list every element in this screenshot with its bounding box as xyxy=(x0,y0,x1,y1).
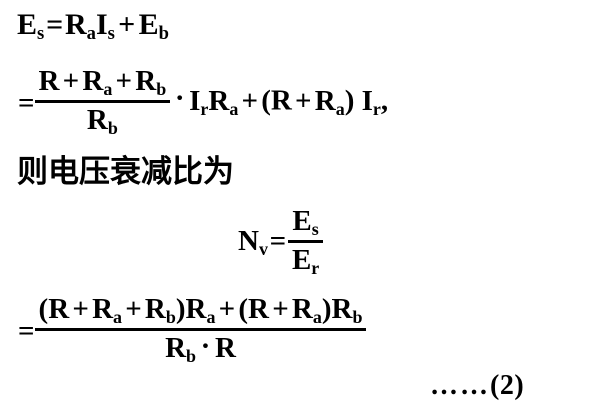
paren-open: ( xyxy=(38,293,49,326)
leader-dots: …… xyxy=(430,370,490,401)
variable-Rb: Rb xyxy=(331,293,363,328)
variable-Er: Er xyxy=(291,244,320,279)
variable-Rb: Rb xyxy=(144,293,176,328)
fraction-bar xyxy=(34,328,367,332)
variable-Rb: Rb xyxy=(86,104,118,139)
variable-R: R xyxy=(38,65,60,98)
equals-sign: = xyxy=(46,8,64,41)
variable-Eb: Eb xyxy=(138,8,169,45)
plus-sign: + xyxy=(62,65,80,98)
variable-Ra: Ra xyxy=(185,293,216,328)
variable-Rb: Rb xyxy=(165,332,197,367)
plus-sign: + xyxy=(72,293,89,326)
equals-sign: = xyxy=(269,224,287,257)
fraction-bar xyxy=(287,240,324,244)
plus-sign: + xyxy=(115,65,133,98)
plus-sign: + xyxy=(241,84,259,117)
variable-Es: Es xyxy=(292,205,319,240)
variable-Ra: Ra xyxy=(82,65,113,100)
variable-R: R xyxy=(48,293,70,326)
paren-close: ) xyxy=(175,293,186,326)
fraction-denominator: Er xyxy=(288,244,323,279)
paren-open: ( xyxy=(238,293,249,326)
fraction-denominator: Rb xyxy=(35,104,171,139)
variable-Ir: Ir xyxy=(189,84,209,119)
variable-R: R xyxy=(214,332,236,365)
variable-Ra: Ra xyxy=(291,293,322,328)
variable-Ra: Ra xyxy=(314,84,345,119)
equals-sign: = xyxy=(18,86,35,119)
plus-sign: + xyxy=(272,293,289,326)
variable-Nv: Nv xyxy=(238,224,268,259)
equation-number-label: (2) xyxy=(490,370,525,401)
plus-sign: + xyxy=(295,84,312,117)
variable-Is: Is xyxy=(95,8,115,45)
equation-line-1: Es=RaIs+Eb xyxy=(17,10,169,44)
equals-sign: = xyxy=(18,314,35,347)
equation-number: ……(2) xyxy=(430,372,524,400)
variable-Ra: Ra xyxy=(64,8,96,45)
variable-R: R xyxy=(270,84,292,117)
variable-Ra: Ra xyxy=(208,84,239,119)
paren-close: ) xyxy=(344,84,355,117)
variable-Ir: Ir xyxy=(361,84,381,119)
comma: , xyxy=(380,84,389,117)
variable-Es: Es xyxy=(17,8,45,45)
variable-Ra: Ra xyxy=(92,293,122,328)
variable-Rb: Rb xyxy=(135,65,167,100)
fraction-numerator: (R+Ra+Rb)Ra+(R+Ra)Rb xyxy=(35,295,367,327)
chinese-caption-text: 则电压衰减比为 xyxy=(17,154,234,190)
plus-sign: + xyxy=(118,8,136,41)
paren-close: ) xyxy=(321,293,332,326)
plus-sign: + xyxy=(125,293,142,326)
multiplication-dot: · xyxy=(174,82,185,115)
paren-open: ( xyxy=(261,84,271,117)
fraction-denominator: Rb·R xyxy=(35,330,367,367)
plus-sign: + xyxy=(218,293,236,326)
multiplication-dot: · xyxy=(200,330,211,363)
fraction-numerator: Es xyxy=(288,207,323,239)
variable-R: R xyxy=(248,293,269,326)
fraction-numerator: R+Ra+Rb xyxy=(35,67,171,99)
fraction-bar xyxy=(34,100,171,104)
